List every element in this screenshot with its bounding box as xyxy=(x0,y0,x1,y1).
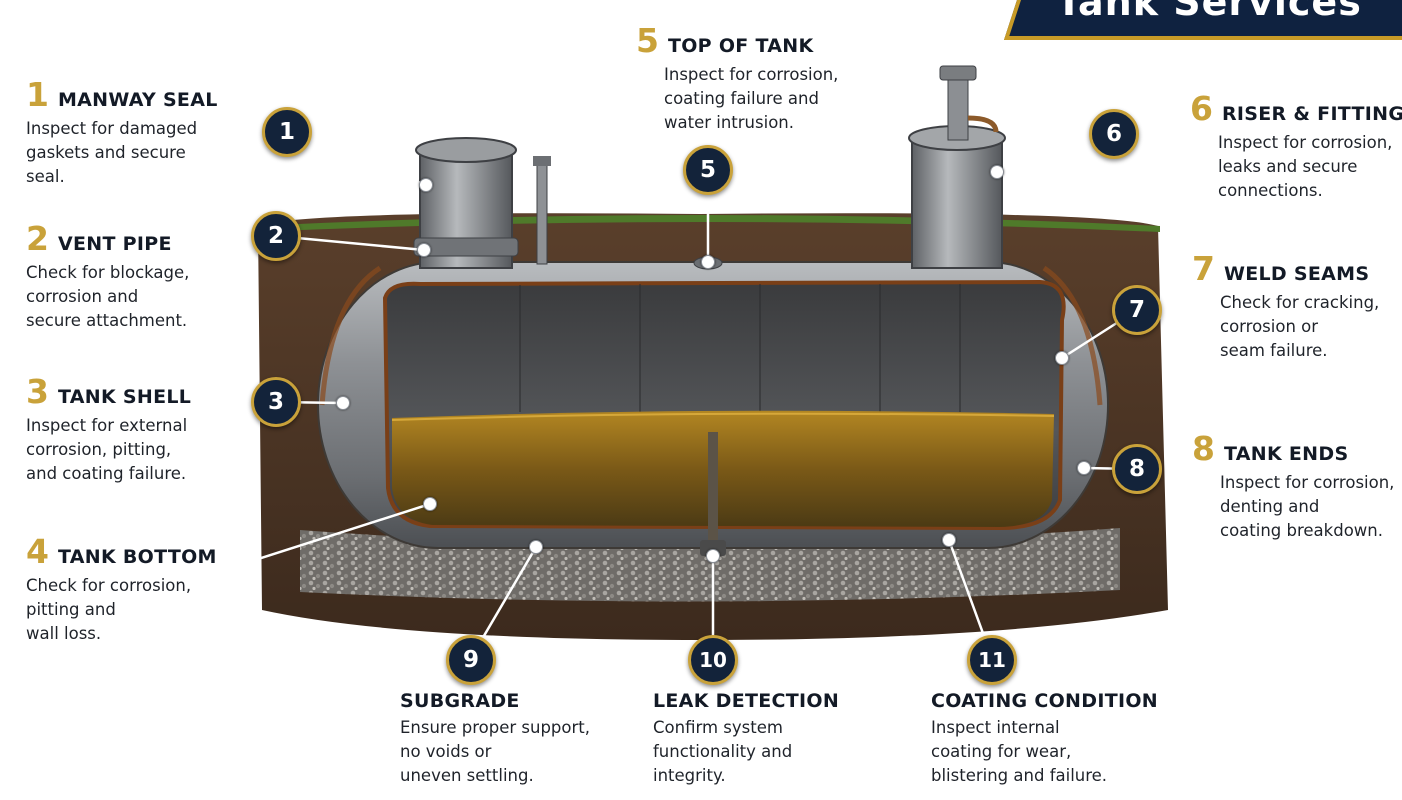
callout-tank-ends: 8 TANK ENDS Inspect for corrosion,denting… xyxy=(1192,432,1400,543)
badge-1: 1 xyxy=(262,107,312,157)
callout-number: 6 xyxy=(1190,89,1213,128)
badge-6: 6 xyxy=(1089,109,1139,159)
badge-5: 5 xyxy=(683,145,733,195)
callout-number: 8 xyxy=(1192,429,1215,468)
leak-probe xyxy=(708,432,718,552)
point-weld xyxy=(1055,351,1069,365)
callout-title: TANK BOTTOM xyxy=(57,546,217,568)
point-riser xyxy=(990,165,1004,179)
callout-number: 2 xyxy=(26,219,49,258)
badge-7: 7 xyxy=(1112,285,1162,335)
callout-title: TOP OF TANK xyxy=(667,35,814,57)
callout-title: TANK SHELL xyxy=(57,386,192,408)
callout-title: RISER & FITTINGS xyxy=(1221,103,1402,125)
banner-title: Tank Services xyxy=(1056,0,1362,24)
callout-number: 5 xyxy=(636,21,659,60)
callout-tank-bottom: 4 TANK BOTTOM Check for corrosion,pitting… xyxy=(26,535,226,646)
callout-title: WELD SEAMS xyxy=(1223,263,1370,285)
callout-top-of-tank: 5 TOP OF TANK Inspect for corrosion,coati… xyxy=(636,24,856,135)
callout-title: COATING CONDITION xyxy=(931,690,1158,712)
callout-title: MANWAY SEAL xyxy=(57,89,218,111)
callout-title: SUBGRADE xyxy=(400,690,520,712)
point-shell xyxy=(336,396,350,410)
badge-9: 9 xyxy=(446,635,496,685)
callout-number: 7 xyxy=(1192,249,1215,288)
callout-subgrade: SUBGRADE Ensure proper support,no voids … xyxy=(400,690,600,788)
point-subgrade xyxy=(529,540,543,554)
callout-title: VENT PIPE xyxy=(57,233,172,255)
point-vent xyxy=(417,243,431,257)
point-bottom xyxy=(423,497,437,511)
fittings-riser xyxy=(911,137,1003,269)
point-manway xyxy=(419,178,433,192)
point-top xyxy=(701,255,715,269)
point-coating xyxy=(942,533,956,547)
callout-desc: Inspect for corrosion,coating failure an… xyxy=(664,65,839,132)
callout-number: 3 xyxy=(26,372,49,411)
callout-riser-fittings: 6 RISER & FITTINGS Inspect for corrosion,… xyxy=(1190,89,1402,203)
badge-2: 2 xyxy=(251,211,301,261)
callout-number: 1 xyxy=(26,75,49,114)
badge-11: 11 xyxy=(967,635,1017,685)
point-leak xyxy=(706,549,720,563)
callout-weld-seams: 7 WELD SEAMS Check for cracking,corrosion… xyxy=(1192,252,1397,363)
callout-title: LEAK DETECTION xyxy=(653,690,840,712)
callout-vent-pipe: 2 VENT PIPE Check for blockage,corrosion … xyxy=(26,222,226,333)
point-ends xyxy=(1077,461,1091,475)
vent-pipe xyxy=(536,161,548,265)
badge-3: 3 xyxy=(251,377,301,427)
callout-title: TANK ENDS xyxy=(1223,443,1349,465)
badge-8: 8 xyxy=(1112,444,1162,494)
badge-10: 10 xyxy=(688,635,738,685)
callout-number: 4 xyxy=(26,532,49,571)
fuel xyxy=(392,410,1054,527)
